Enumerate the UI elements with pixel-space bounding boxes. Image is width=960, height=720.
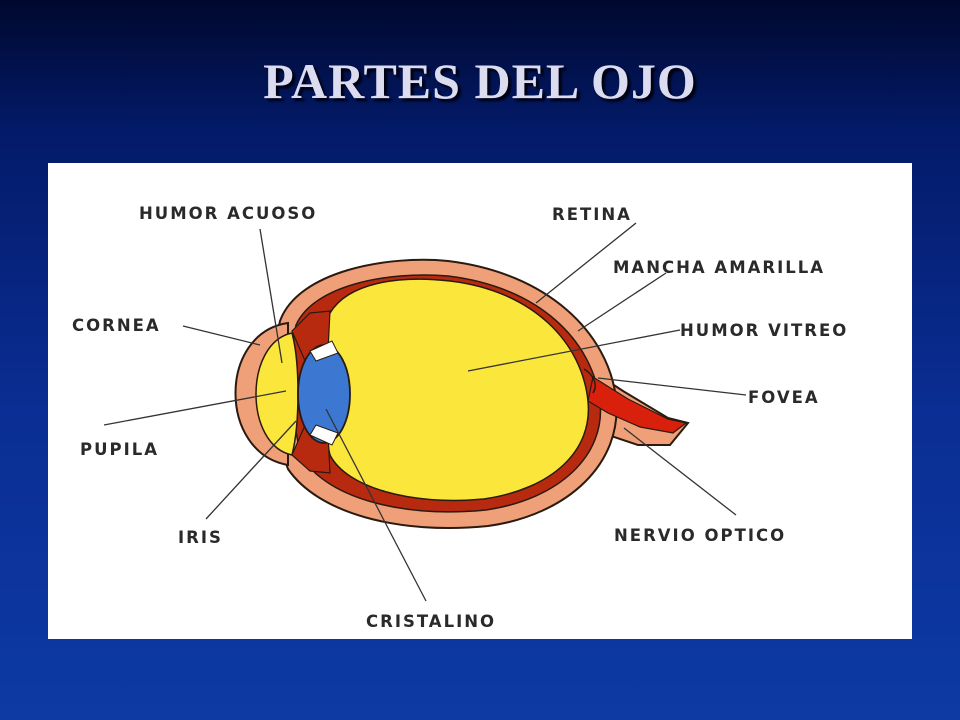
zonule-top: [309, 340, 339, 362]
label-fovea: FOVEA: [748, 388, 820, 407]
label-iris: IRIS: [178, 528, 223, 547]
optic-nerve: [587, 376, 688, 434]
label-humor-acuoso: HUMOR ACUOSO: [139, 204, 317, 223]
label-cristalino: CRISTALINO: [366, 612, 496, 631]
eye-diagram: HUMOR ACUOSO RETINA MANCHA AMARILLA CORN…: [72, 204, 848, 631]
label-retina: RETINA: [552, 205, 632, 224]
label-nervio-optico: NERVIO OPTICO: [614, 526, 786, 545]
leader-lines: [103, 222, 747, 602]
slide-title: PARTES DEL OJO: [263, 53, 697, 109]
label-humor-vitreo: HUMOR VITREO: [680, 321, 848, 340]
eye-diagram-panel: HUMOR ACUOSO RETINA MANCHA AMARILLA CORN…: [48, 163, 912, 639]
label-pupila: PUPILA: [80, 440, 159, 459]
fovea-notch: [583, 368, 596, 394]
aqueous-chamber: [255, 332, 299, 456]
label-mancha-amarilla: MANCHA AMARILLA: [613, 258, 825, 277]
label-cornea: CORNEA: [72, 316, 161, 335]
